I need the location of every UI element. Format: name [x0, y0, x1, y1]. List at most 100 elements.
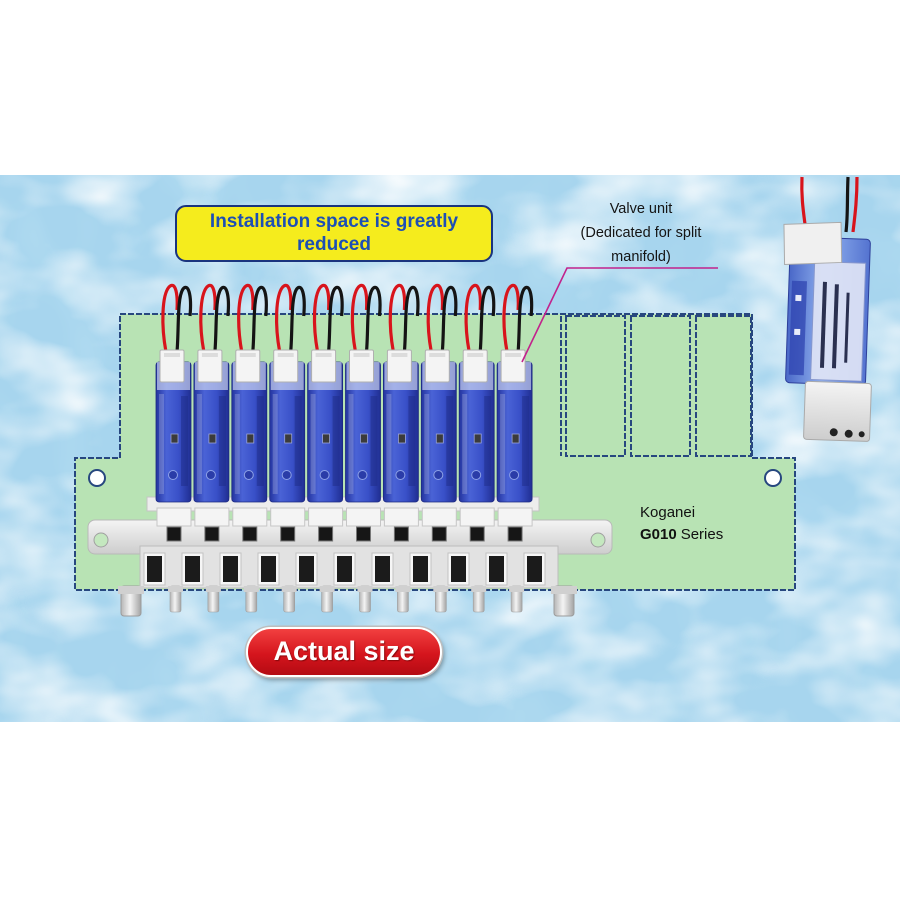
- fitting-collar: [243, 586, 259, 592]
- indicator-window: [246, 433, 255, 444]
- valve-connector: [235, 349, 261, 383]
- red-wire: [161, 283, 179, 353]
- valve-side-label: [218, 396, 226, 486]
- valve-base-block: [497, 507, 533, 527]
- valve-highlight: [386, 394, 392, 494]
- port-hole: [844, 429, 853, 438]
- valve-station-3: [231, 349, 268, 503]
- base-hole-left: [93, 532, 109, 548]
- indicator-window: [208, 433, 217, 444]
- manual-override-button: [507, 526, 523, 542]
- valve-base-block: [194, 507, 230, 527]
- valve-screw: [395, 470, 406, 480]
- tube-fittings: [118, 585, 577, 617]
- mounting-hole-left: [88, 469, 106, 487]
- valve-screw: [281, 470, 292, 480]
- red-wire: [464, 283, 482, 353]
- port-release-button: [413, 556, 428, 582]
- fitting-collar: [281, 586, 297, 592]
- valve-screw: [471, 470, 482, 480]
- black-wire: [402, 285, 420, 353]
- port-release-button: [337, 556, 352, 582]
- valve-side-label: [332, 396, 340, 486]
- manual-override-button: [166, 526, 182, 542]
- valve-connector: [311, 349, 337, 383]
- fitting-collar: [509, 586, 525, 592]
- indicator-window: [397, 433, 406, 444]
- empty-station-slot: [695, 315, 752, 457]
- red-wire: [199, 283, 217, 353]
- connector-slot: [505, 353, 522, 357]
- indicator-window: [794, 328, 801, 336]
- valve-station-5: [307, 349, 344, 503]
- valve-station-9: [458, 349, 495, 503]
- valve-connector: [273, 349, 299, 383]
- valve-highlight: [196, 394, 202, 494]
- red-wire: [502, 283, 520, 353]
- manual-override-button: [318, 526, 334, 542]
- installation-space-callout: Installation space is greatly reduced: [175, 205, 493, 262]
- valve-stations: [155, 349, 533, 503]
- valve-unit-label: Valve unit (Dedicated for split manifold…: [545, 197, 737, 269]
- label-print-mark: [819, 281, 827, 368]
- manual-override-button: [242, 526, 258, 542]
- connector-slot: [353, 353, 370, 357]
- port-release-button: [527, 556, 542, 582]
- lead-wires: [161, 283, 534, 353]
- connector-slot: [391, 353, 408, 357]
- port-release-button: [185, 556, 200, 582]
- valve-station-7: [382, 349, 419, 503]
- indicator-window: [170, 433, 179, 444]
- valve-station-4: [269, 349, 306, 503]
- fitting-collar: [168, 586, 183, 592]
- red-wire: [350, 283, 369, 353]
- valve-connector: [500, 349, 526, 383]
- single-valve-base: [803, 380, 872, 442]
- valve-unit-line: Valve unit: [609, 201, 673, 217]
- valve-highlight: [424, 394, 430, 494]
- valve-connector: [159, 349, 185, 383]
- valve-side-label: [408, 396, 416, 486]
- valve-screw: [433, 470, 444, 480]
- valve-side-label: [370, 396, 378, 486]
- black-wire: [289, 285, 306, 353]
- port-hole: [858, 431, 865, 438]
- port-release-button: [261, 556, 276, 582]
- port-release-button: [375, 556, 390, 582]
- mounting-hole-right: [764, 469, 782, 487]
- manual-override-button: [204, 526, 220, 542]
- port-release-button: [489, 556, 504, 582]
- fitting-collar: [433, 586, 449, 592]
- label-print-mark: [831, 284, 839, 369]
- indicator-window: [435, 433, 444, 444]
- black-wire: [251, 285, 268, 353]
- brand-name: Koganei: [640, 504, 696, 521]
- valve-connector: [424, 349, 450, 383]
- manual-override-button: [280, 526, 296, 542]
- valve-side-label: [446, 396, 454, 486]
- single-valve-connector: [783, 221, 843, 265]
- valve-base-block: [156, 507, 192, 527]
- manual-override-button: [431, 526, 447, 542]
- valve-side-label: [484, 396, 492, 486]
- port-row: [143, 552, 546, 586]
- valve-connector: [462, 349, 488, 383]
- callout-line: Installation space is greatly: [209, 211, 459, 232]
- red-wire: [237, 283, 255, 353]
- manual-override-button: [393, 526, 409, 542]
- port-hole: [829, 428, 838, 437]
- connector-slot: [315, 353, 332, 357]
- model-number: G010: [640, 526, 677, 543]
- fitting-collar: [471, 586, 487, 592]
- valve-screw: [357, 470, 368, 480]
- valve-side-label: [181, 396, 188, 486]
- port-release-button: [451, 556, 466, 582]
- actual-size-badge: Actual size: [246, 627, 442, 677]
- connector-slot: [164, 353, 180, 357]
- valve-base-block: [232, 507, 268, 527]
- manual-override-button: [469, 526, 485, 542]
- manifold-base: [87, 496, 613, 617]
- empty-station-slot: [565, 315, 626, 457]
